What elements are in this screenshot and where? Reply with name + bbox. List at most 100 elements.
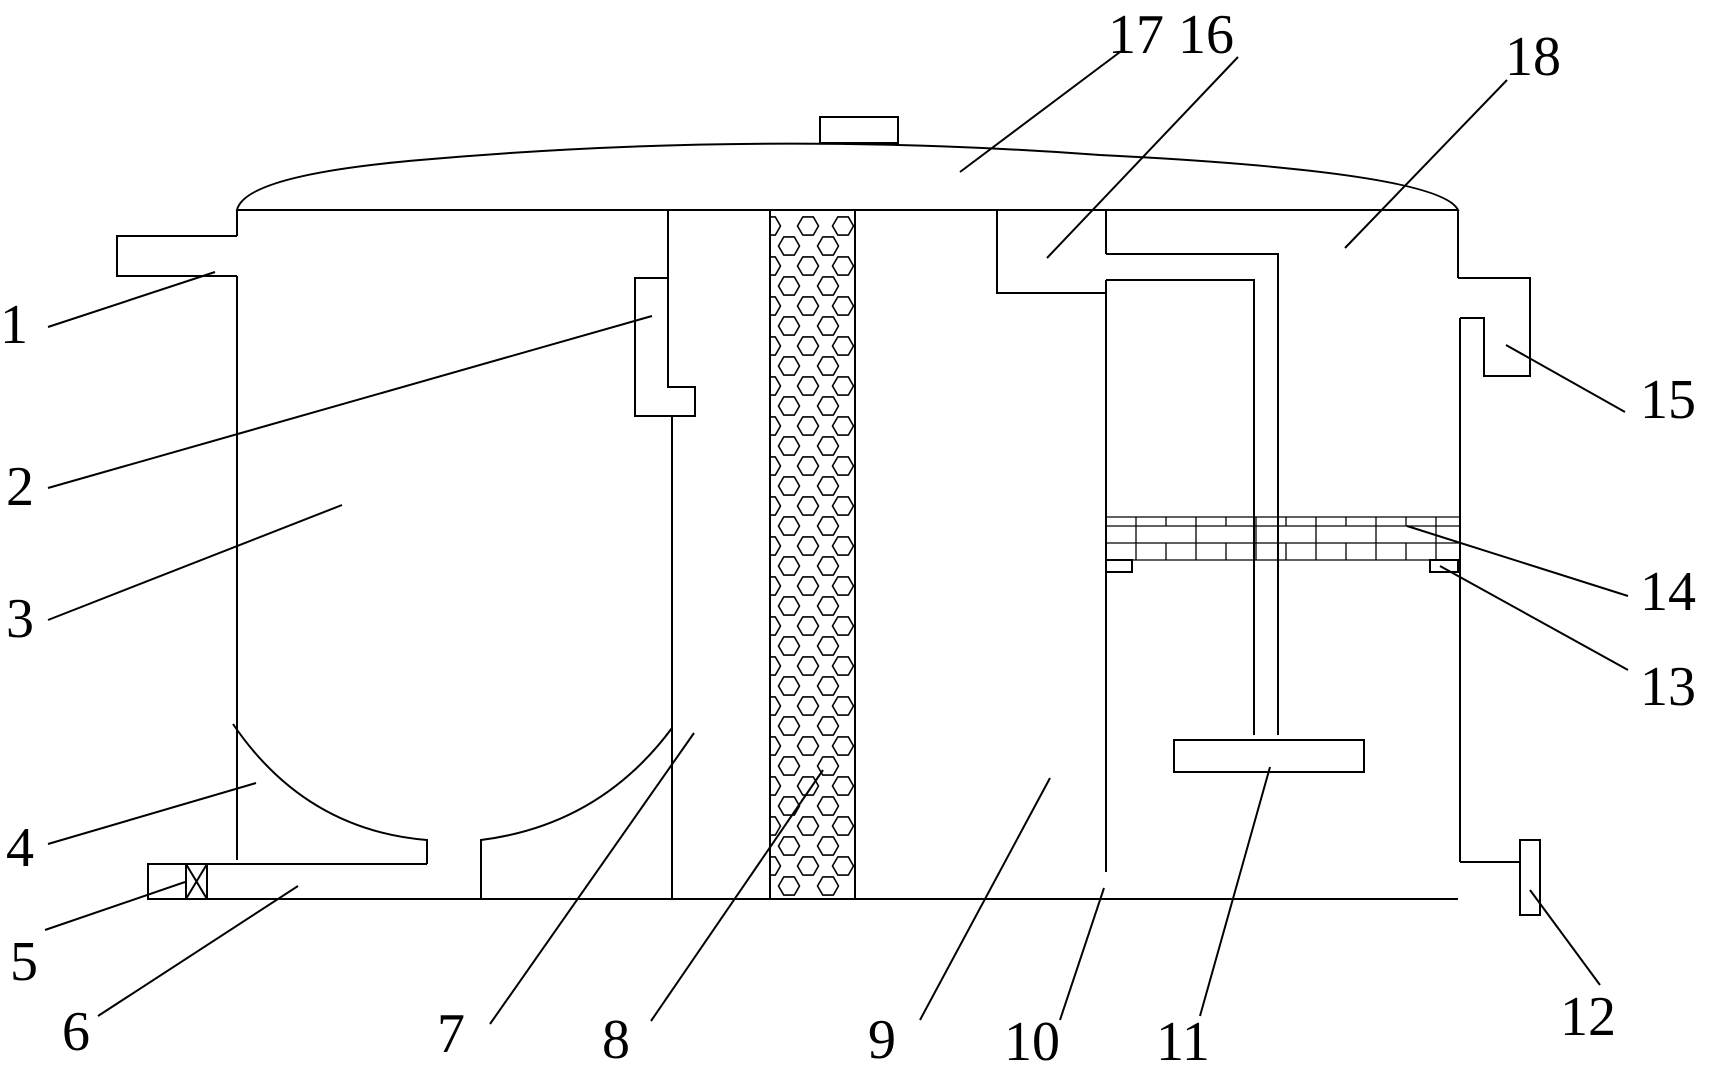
bottom-outlet-flange [1519, 839, 1541, 916]
filter-hex-cell [831, 576, 855, 596]
leader-13 [1439, 565, 1629, 671]
drain-pipe [206, 863, 427, 899]
leader-16 [1046, 56, 1239, 259]
filter-hex-cell [770, 376, 782, 396]
filter-hex-cell [816, 316, 840, 336]
filter-hex-cell [796, 496, 820, 516]
filter-hex-cell [796, 576, 820, 596]
filter-hex-cell [796, 296, 820, 316]
filter-hex-cell [831, 496, 855, 516]
filter-hex-cell [777, 596, 801, 616]
filter-hex-cell [777, 676, 801, 696]
filter-hex-cell [777, 636, 801, 656]
label-11: 11 [1156, 1011, 1210, 1071]
label-2: 2 [6, 456, 34, 518]
pipe-16-upper [1106, 253, 1279, 735]
leader-7 [489, 732, 695, 1025]
filter-hex-cell [816, 836, 840, 856]
filter-hex-cell [770, 776, 782, 796]
filter-hex-cell [770, 576, 782, 596]
filter-hex-cell [777, 356, 801, 376]
label-15: 15 [1640, 369, 1696, 431]
pipe-16-lower [1106, 279, 1255, 735]
filter-hex-cell [777, 756, 801, 776]
filter-hex-cell [777, 236, 801, 256]
filter-hex-cell [796, 416, 820, 436]
filter-hex-cell [831, 416, 855, 436]
filter-hex-cell [816, 636, 840, 656]
leader-18 [1344, 79, 1508, 249]
filter-hex-cell [831, 336, 855, 356]
valve-cross-b [185, 863, 208, 900]
bottom-outlet-pipe [1460, 861, 1521, 899]
filter-hex-cell [770, 816, 782, 836]
label-3: 3 [6, 588, 34, 650]
leader-3 [47, 504, 343, 621]
filter-hex-cell [796, 456, 820, 476]
filter-hex-cell [796, 776, 820, 796]
label-6: 6 [62, 1001, 90, 1063]
label-13: 13 [1640, 656, 1696, 718]
filter-hex-cell [796, 736, 820, 756]
filter-hex-cell [796, 536, 820, 556]
filter-hex-cell [777, 516, 801, 536]
filter-hex-cell [770, 496, 782, 516]
inlet-pipe [116, 235, 237, 277]
filter-hex-cell [770, 256, 782, 276]
filter-hex-cell [796, 656, 820, 676]
filter-hex-cell [831, 696, 855, 716]
filter-hex-cell [770, 216, 782, 236]
leader-12 [1529, 889, 1601, 986]
lid-handle [819, 116, 899, 144]
filter-hex-cell [777, 316, 801, 336]
filter-hex-pattern [770, 216, 855, 896]
leader-6 [97, 885, 299, 1017]
filter-hex-cell [831, 376, 855, 396]
filter-hex-cell [777, 276, 801, 296]
filter-hex-cell [770, 656, 782, 676]
filter-hex-cell [770, 416, 782, 436]
filter-hex-cell [770, 336, 782, 356]
filter-hex-cell [777, 716, 801, 736]
filter-hex-cell [831, 736, 855, 756]
support-bracket-right [1429, 559, 1459, 573]
filter-hex-cell [770, 536, 782, 556]
filter-hex-cell [831, 216, 855, 236]
filter-hex-cell [831, 536, 855, 556]
label-16: 16 [1178, 4, 1234, 66]
filter-hex-cell [831, 456, 855, 476]
label-14: 14 [1640, 561, 1696, 623]
outlet-pipe [1458, 277, 1531, 377]
filter-hex-cell [770, 856, 782, 876]
leader-14 [1406, 525, 1629, 597]
filter-hex-cell [770, 616, 782, 636]
filter-hex-cell [777, 796, 801, 816]
filter-hex-cell [831, 856, 855, 876]
label-5: 5 [10, 931, 38, 993]
label-10: 10 [1004, 1011, 1060, 1071]
filter-hex-cell [816, 396, 840, 416]
leader-9 [919, 777, 1051, 1021]
leader-1 [47, 271, 216, 328]
label-1: 1 [0, 294, 28, 356]
label-9: 9 [868, 1009, 896, 1071]
filter-hex-cell [816, 796, 840, 816]
filter-hex-cell [777, 476, 801, 496]
filter-hex-cell [770, 296, 782, 316]
label-18: 18 [1505, 26, 1561, 88]
filter-hex-cell [831, 816, 855, 836]
filter-hex-cell [796, 216, 820, 236]
filter-hex-cell [816, 236, 840, 256]
filter-hex-cell [796, 816, 820, 836]
filter-hex-cell [796, 336, 820, 356]
filter-hex-cell [816, 876, 840, 896]
filter-hex-cell [770, 696, 782, 716]
filter-hex-cell [816, 556, 840, 576]
filter-hex-cell [796, 856, 820, 876]
filter-hex-cell [816, 476, 840, 496]
leader-2 [47, 315, 653, 489]
filter-plate-bricks [1105, 516, 1460, 561]
leader-4 [47, 782, 257, 845]
filter-hex-cell [816, 436, 840, 456]
